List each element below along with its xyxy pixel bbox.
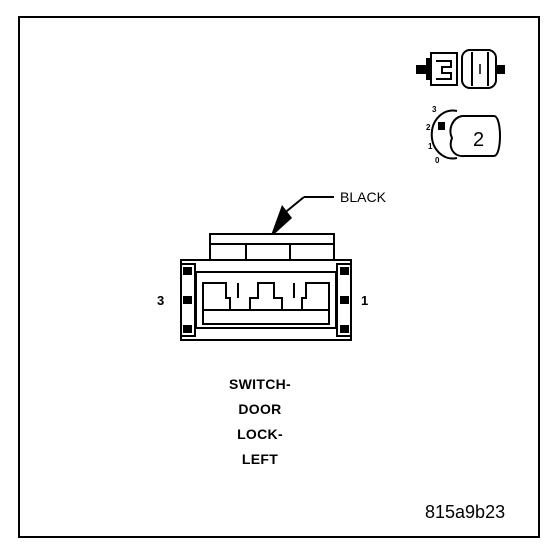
key-position-2: 2 xyxy=(426,123,431,132)
key-position-1: 1 xyxy=(428,142,433,151)
component-name-line-3: LOCK- xyxy=(237,426,283,442)
color-leader-arrow xyxy=(270,196,334,238)
pin-label-right: 1 xyxy=(361,293,369,308)
component-name-line-4: LEFT xyxy=(241,451,279,467)
component-name-line-2: DOOR xyxy=(238,401,282,417)
connector-mating-icon xyxy=(416,49,505,89)
wire-color-label: BLACK xyxy=(340,189,386,205)
component-name-line-1: SWITCH- xyxy=(229,376,291,392)
pin-label-left: 3 xyxy=(157,293,165,308)
connector-face xyxy=(180,233,352,341)
key-position-3: 3 xyxy=(432,105,437,114)
diagram-frame xyxy=(18,16,540,538)
figure-id: 815a9b23 xyxy=(425,502,506,522)
key-icon xyxy=(430,109,501,160)
key-position-0: 0 xyxy=(435,156,440,165)
key-number: 2 xyxy=(473,129,484,151)
